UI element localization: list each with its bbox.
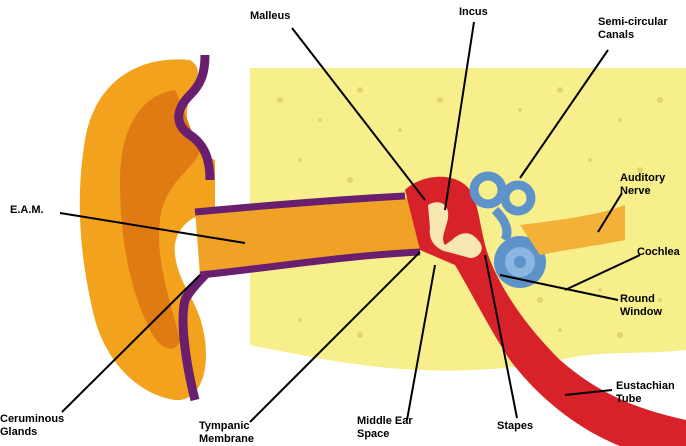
- label-cochlea: Cochlea: [637, 246, 680, 259]
- label-round-window: Round Window: [620, 293, 662, 319]
- label-malleus: Malleus: [250, 10, 290, 23]
- label-stapes: Stapes: [497, 420, 533, 433]
- label-eam: E.A.M.: [10, 204, 44, 217]
- label-middle-ear-space: Middle Ear Space: [357, 415, 413, 441]
- label-semicircular-canals: Semi-circular Canals: [598, 16, 668, 42]
- label-auditory-nerve: Auditory Nerve: [620, 172, 665, 198]
- label-eustachian-tube: Eustachian Tube: [616, 380, 675, 406]
- label-incus: Incus: [459, 6, 488, 19]
- label-tympanic-membrane: Tympanic Membrane: [199, 420, 254, 446]
- label-ceruminous-glands: Ceruminous Glands: [0, 413, 64, 439]
